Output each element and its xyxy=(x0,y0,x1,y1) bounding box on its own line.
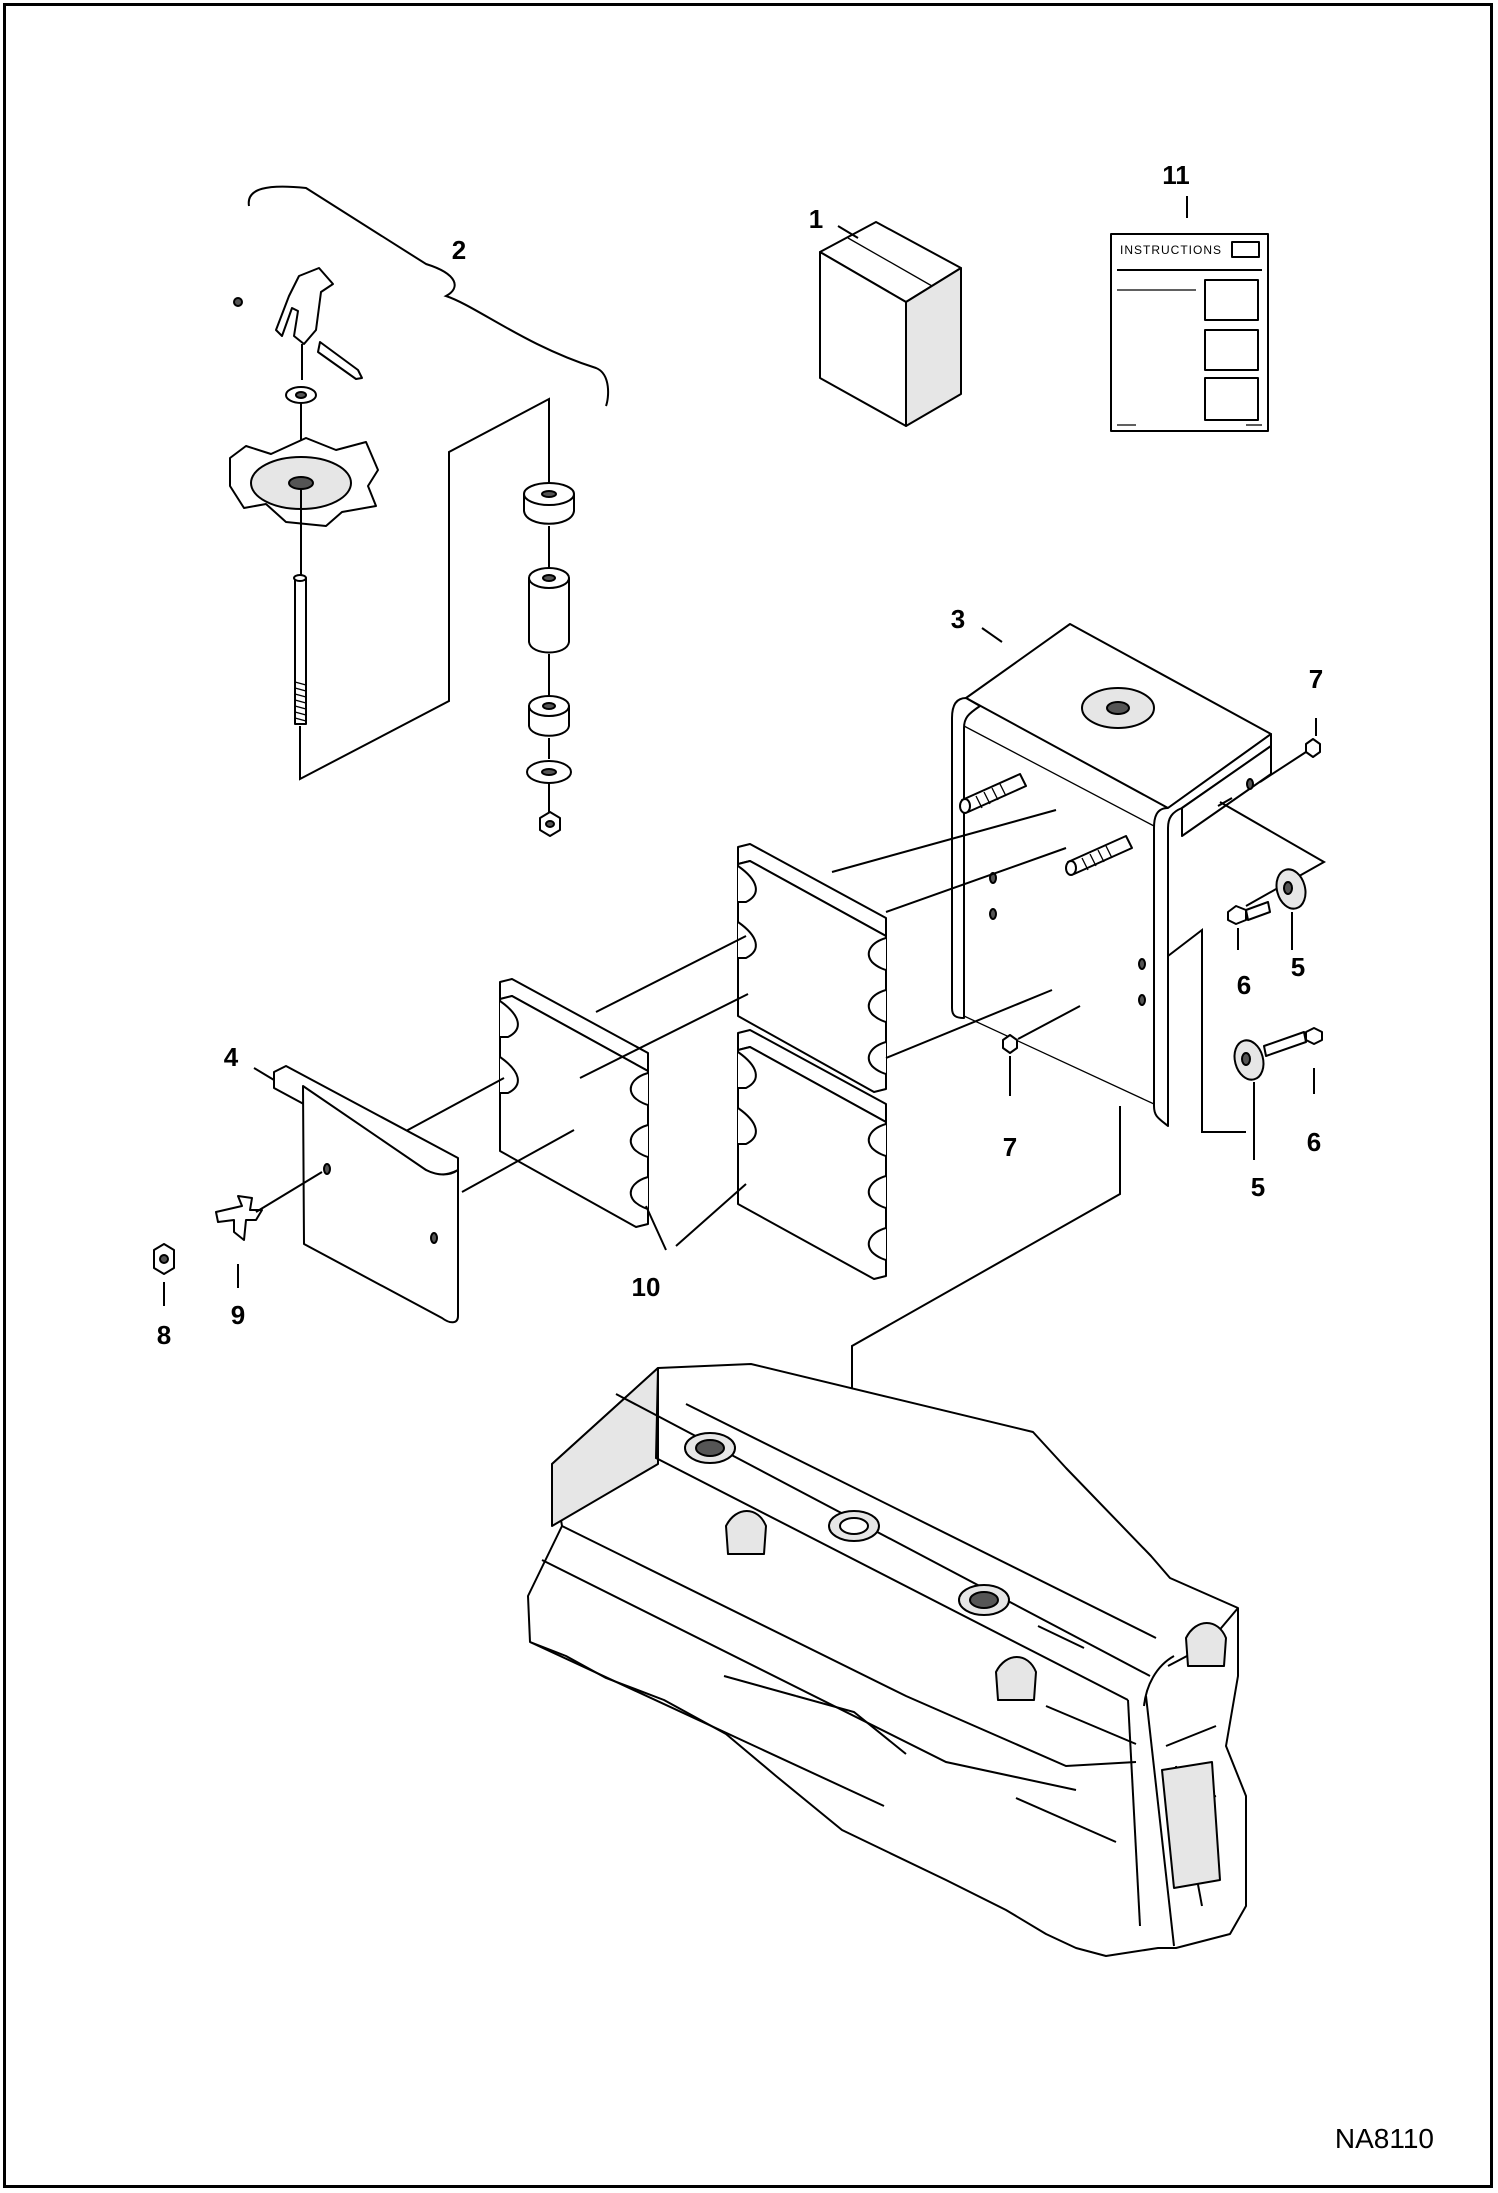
diagram-frame: INSTRUCTIONS xyxy=(3,3,1493,2188)
bracket-part-2 xyxy=(247,185,610,407)
callouts: 11 1 2 3 7 6 5 4 7 6 5 10 8 9 xyxy=(157,160,1323,1350)
fuel-tank xyxy=(527,1363,1247,1957)
callout-11: 11 xyxy=(1162,160,1190,190)
callout-6b: 6 xyxy=(1307,1127,1321,1157)
callout-2: 2 xyxy=(452,235,466,265)
callout-4: 4 xyxy=(224,1042,239,1072)
washer-part-5-upper xyxy=(1275,868,1307,950)
callout-10: 10 xyxy=(632,1272,661,1302)
mounting-bracket-part-3 xyxy=(951,623,1272,1127)
washer-part-5-lower xyxy=(1233,1039,1265,1160)
spacer-part-10-b xyxy=(737,1029,887,1280)
stud-lower xyxy=(1065,835,1133,876)
nut-part-7-upper xyxy=(1217,718,1321,807)
callout-7b: 7 xyxy=(1003,1132,1017,1162)
parts-diagram: INSTRUCTIONS xyxy=(153,160,1434,2154)
document-id: NA8110 xyxy=(1335,2123,1434,2154)
callout-7a: 7 xyxy=(1309,664,1323,694)
bolt-part-6-upper xyxy=(1227,901,1271,950)
retainer-part-9 xyxy=(215,1171,323,1288)
leader-part-5-upper xyxy=(1219,801,1327,907)
leader-part-5-lower xyxy=(1167,927,1246,1133)
nut-part-8 xyxy=(153,1243,175,1306)
assembly-leader xyxy=(299,397,550,781)
spacer-part-10-a xyxy=(737,843,887,1093)
box-part xyxy=(819,221,962,427)
callout-5b: 5 xyxy=(1251,1172,1265,1202)
callout-9: 9 xyxy=(231,1300,245,1330)
stud-upper xyxy=(959,773,1027,814)
rod-thread xyxy=(294,681,307,722)
bolt-part-6-lower xyxy=(1263,1027,1323,1094)
callout-3: 3 xyxy=(951,604,965,634)
spacer-leaders xyxy=(405,809,1067,1251)
callout-1: 1 xyxy=(809,204,823,234)
instruction-sheet: INSTRUCTIONS xyxy=(1110,233,1269,432)
plate-part-4 xyxy=(273,1065,459,1324)
spacer-part-10-c xyxy=(499,978,649,1228)
latch-assembly xyxy=(229,267,379,725)
callout-8: 8 xyxy=(157,1320,171,1350)
bushing-stack xyxy=(523,482,575,837)
callout-6a: 6 xyxy=(1237,970,1251,1000)
nut-part-7-lower xyxy=(1002,1005,1081,1096)
callout-5a: 5 xyxy=(1291,952,1305,982)
instruction-sheet-title: INSTRUCTIONS xyxy=(1120,243,1222,257)
